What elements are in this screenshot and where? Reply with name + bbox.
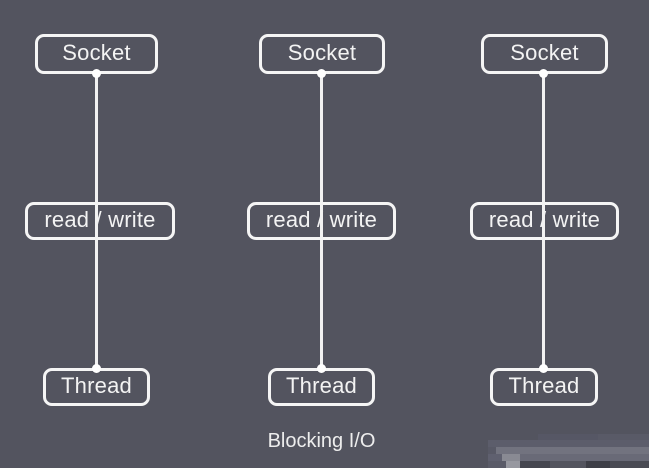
socket-box-2[interactable]: Socket (259, 34, 385, 74)
socket-connector-dot-2 (317, 69, 326, 78)
thread-box-2[interactable]: Thread (268, 368, 375, 406)
socket-label-1: Socket (62, 40, 131, 65)
socket-box-1[interactable]: Socket (35, 34, 158, 74)
diagram-caption: Blocking I/O (0, 430, 649, 453)
caption-text: Blocking I/O (267, 430, 376, 452)
thread-connector-dot-1 (92, 364, 101, 373)
socket-box-3[interactable]: Socket (481, 34, 608, 74)
socket-connector-dot-1 (92, 69, 101, 78)
connector-socket-to-thread-3 (542, 72, 545, 370)
thread-box-1[interactable]: Thread (43, 368, 150, 406)
connector-socket-to-thread-1 (95, 72, 98, 370)
thread-connector-dot-2 (317, 364, 326, 373)
thread-box-3[interactable]: Thread (490, 368, 598, 406)
socket-label-2: Socket (287, 40, 357, 65)
thread-label-3: Thread (508, 373, 580, 398)
read-write-label-1: read / write (44, 207, 156, 232)
blurred-watermark (488, 430, 649, 468)
socket-label-3: Socket (510, 40, 579, 65)
connector-socket-to-thread-2 (320, 72, 323, 370)
read-write-box-1[interactable]: read / write (25, 202, 175, 240)
thread-connector-dot-3 (539, 364, 548, 373)
thread-label-2: Thread (286, 373, 357, 398)
socket-connector-dot-3 (539, 69, 548, 78)
thread-label-1: Thread (61, 373, 132, 398)
